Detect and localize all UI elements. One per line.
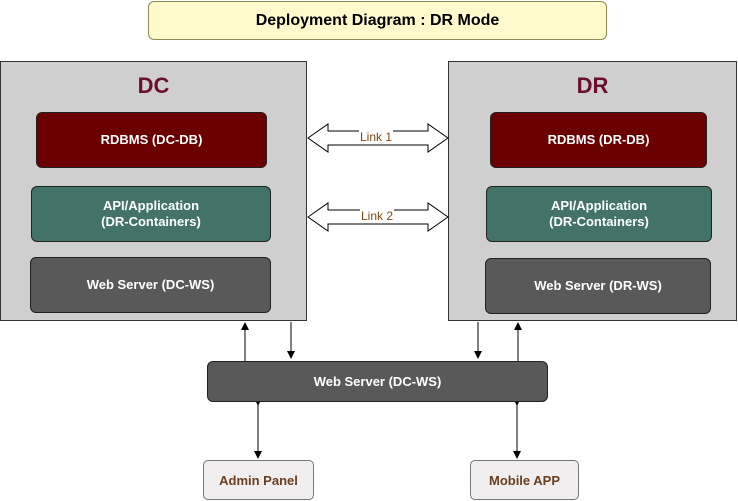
dc-webserver-node: Web Server (DC-WS) [30,257,271,313]
dr-webserver-node: Web Server (DR-WS) [485,258,711,314]
dr-api-node: API/Application (DR-Containers) [486,186,712,242]
mobile-app-node: Mobile APP [470,460,579,500]
site-dc: DC RDBMS (DC-DB) API/Application (DR-Con… [0,61,307,321]
dc-api-node: API/Application (DR-Containers) [31,186,271,242]
dr-rdbms-node: RDBMS (DR-DB) [490,112,707,168]
admin-panel-node: Admin Panel [203,460,314,500]
front-webserver-node: Web Server (DC-WS) [207,361,548,402]
link2-label: Link 2 [360,209,395,223]
link1-label: Link 1 [359,130,394,144]
site-dr: DR RDBMS (DR-DB) API/Application (DR-Con… [448,61,737,321]
diagram-title: Deployment Diagram : DR Mode [148,1,607,40]
site-dc-label: DC [137,73,170,98]
dc-rdbms-node: RDBMS (DC-DB) [36,112,267,168]
site-dr-label: DR [576,73,609,98]
